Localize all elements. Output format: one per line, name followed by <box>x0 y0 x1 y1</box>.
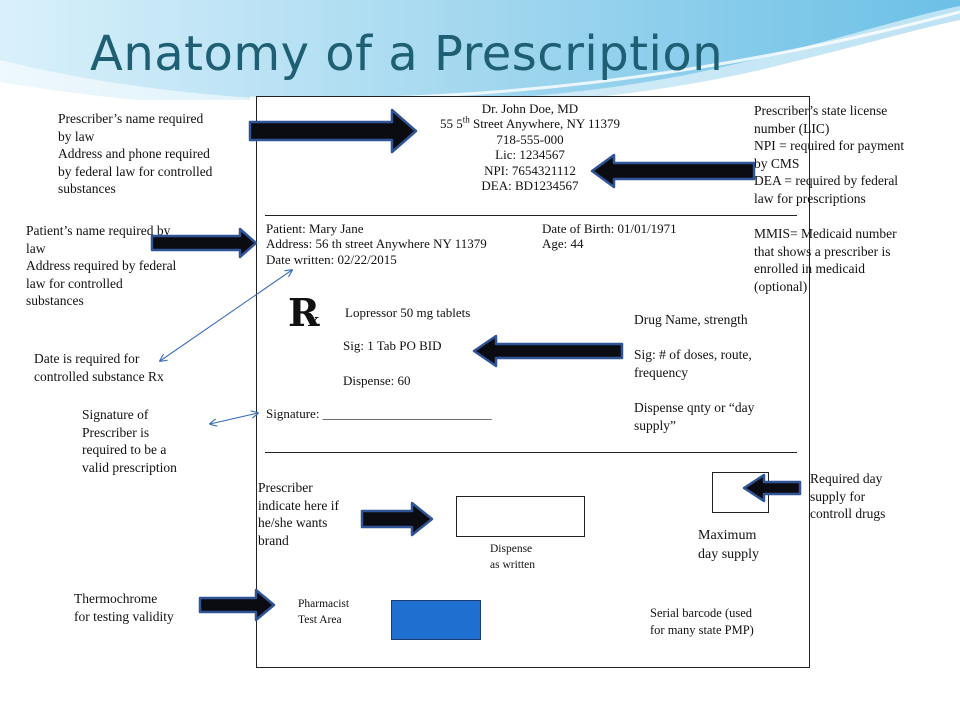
signature-line: Signature: __________________________ <box>266 406 492 421</box>
max-day-supply-box[interactable] <box>712 472 769 513</box>
prescriber-npi: NPI: 7654321112 <box>484 162 576 178</box>
page-title: Anatomy of a Prescription <box>90 26 724 82</box>
note-drug-name: Drug Name, strength <box>634 312 748 327</box>
drug-dispense: Dispense: 60 <box>343 373 411 388</box>
prescriber-name: Dr. John Doe, MD <box>481 101 579 116</box>
prescriber-dea: DEA: BD1234567 <box>481 178 579 194</box>
drug-sig: Sig: 1 Tab PO BID <box>343 338 442 353</box>
date-written: Date written: 02/22/2015 <box>266 251 397 267</box>
dispense-as-written-box[interactable] <box>456 496 585 537</box>
drug-name: Lopressor 50 mg tablets <box>345 305 471 320</box>
signature-divider <box>265 452 797 453</box>
thermochrome-test-area <box>391 600 481 640</box>
patient-age: Age: 44 <box>542 236 584 252</box>
serial-barcode-label: Serial barcode (used for many state PMP) <box>650 606 754 637</box>
pharmacist-test-area-label: Pharmacist Test Area <box>298 598 350 626</box>
patient-dob: Date of Birth: 01/01/1971 <box>542 221 677 236</box>
prescription-form <box>256 96 810 668</box>
header-divider <box>265 215 797 216</box>
note-sig: Sig: # of doses, route,frequency <box>634 347 752 380</box>
patient-info-right: Date of Birth: 01/01/1971 Age: 44 <box>542 221 712 252</box>
prescriber-header: Dr. John Doe, MD 55 5th Street Anywhere,… <box>420 101 640 193</box>
prescriber-lic: Lic: 1234567 <box>495 147 565 163</box>
patient-name: Patient: Mary Jane <box>266 221 364 236</box>
patient-address: Address: 56 th street Anywhere NY 11379 <box>266 236 487 252</box>
rx-symbol: R x <box>288 290 320 335</box>
patient-block: Patient: Mary Jane Address: 56 th street… <box>266 221 536 267</box>
dispense-as-written-label: Dispense as written <box>490 543 536 571</box>
prescriber-phone: 718-555-000 <box>496 131 564 147</box>
max-day-supply-label: Maximum day supply <box>698 528 760 562</box>
prescriber-address: 55 5th Street Anywhere, NY 11379 <box>439 115 621 132</box>
